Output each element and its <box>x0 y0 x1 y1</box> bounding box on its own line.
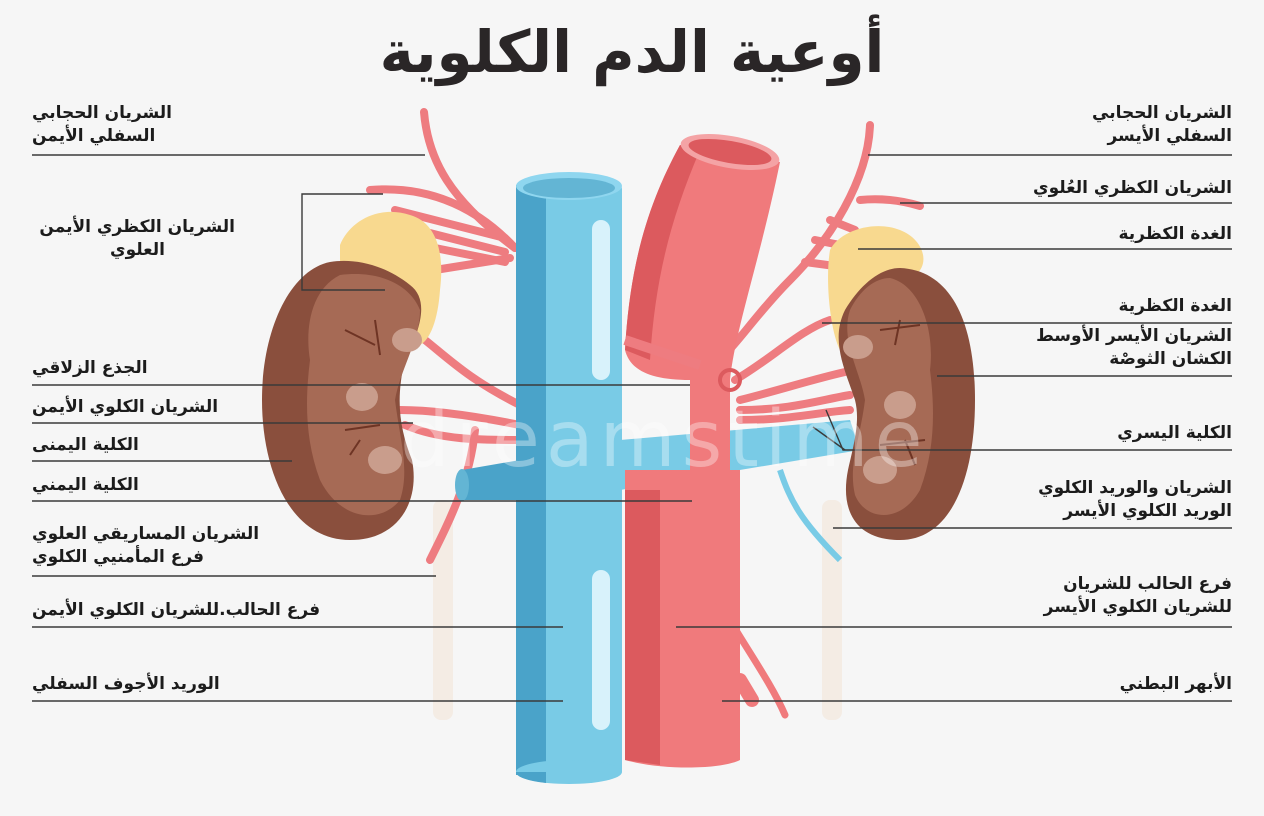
label-right-renal-artery: الشريان الكلوي الأيمن <box>32 396 218 419</box>
label-line: الوريد الأجوف السفلي <box>32 674 220 694</box>
label-adrenal-gland-2: الغدة الكظرية <box>1118 295 1232 318</box>
abdominal-aorta <box>623 134 789 768</box>
left-ureter <box>822 500 842 720</box>
label-line: الشريان الكظري العُلوي <box>1033 178 1232 198</box>
label-left-middle-adrenal-artery: الشريان الأيسر الأوسط الكشان الثوصْة <box>1036 325 1232 371</box>
label-superior-mesenteric-artery: الشريان المساريقي العلوي فرع المأمنيي ال… <box>32 523 259 569</box>
label-line: الكلية اليمني <box>32 475 139 495</box>
label-line: الشريان الكلوي الأيمن <box>32 397 219 417</box>
label-line: الغدة الكظرية <box>1118 296 1232 316</box>
right-adrenal-arteries <box>366 108 524 564</box>
label-renal-artery-and-vein: الشريان والوريد الكلوي الوريد الكلوي الأ… <box>1038 477 1232 523</box>
label-line: الغدة الكظرية <box>1118 224 1232 244</box>
diagram-title: أوعية الدم الكلوية <box>379 18 885 86</box>
leader-lines-left <box>32 154 692 702</box>
label-line: فرع الحالب.للشريان الكلوي الأيمن <box>32 600 321 620</box>
label-line: الوريد الكلوي الأيسر <box>1063 501 1232 521</box>
label-line: الكشان الثوصْة <box>1109 349 1232 369</box>
label-line: فرع الحالب للشريان <box>1063 574 1232 594</box>
label-inferior-vena-cava: الوريد الأجوف السفلي <box>32 673 220 696</box>
label-left-superior-adrenal-artery: الشريان الكظري العُلوي <box>1033 177 1232 200</box>
label-line: الشريان الأيسر الأوسط <box>1036 326 1232 346</box>
label-right-kidney: الكلية اليمنى <box>32 434 139 457</box>
left-kidney <box>838 268 975 540</box>
label-line: الشريان والوريد الكلوي <box>1038 478 1232 498</box>
label-right-superior-adrenal-artery: الشريان الكظري الأيمن العلوي <box>39 216 235 262</box>
label-left-inferior-phrenic-artery: الشريان الحجابي السفلي الأيسر <box>1092 102 1232 148</box>
label-line: الكلية اليمنى <box>32 435 139 455</box>
label-left-ureteric-branch: فرع الحالب للشريان للشريان الكلوي الأيسر <box>1044 573 1232 619</box>
label-line: الأبهر البطني <box>1119 674 1232 694</box>
label-line: العلوي <box>110 240 165 260</box>
label-line: الجذع الزلاقي <box>32 358 148 378</box>
label-line: الشريان الحجابي <box>32 103 172 123</box>
right-kidney <box>262 260 422 540</box>
label-line: الكلية اليسري <box>1117 423 1232 443</box>
label-left-kidney: الكلية اليسري <box>1117 422 1232 445</box>
right-ureter <box>433 500 453 720</box>
label-right-kidney-2: الكلية اليمني <box>32 474 139 497</box>
label-line: الشريان المساريقي العلوي <box>32 524 260 544</box>
label-adrenal-gland: الغدة الكظرية <box>1118 223 1232 246</box>
label-line: الشريان الكظري الأيمن <box>39 217 235 237</box>
label-abdominal-aorta: الأبهر البطني <box>1120 673 1232 696</box>
left-adrenal-arteries <box>716 121 924 424</box>
label-right-ureteric-branch: فرع الحالب.للشريان الكلوي الأيمن <box>32 599 320 622</box>
label-line: للشريان الكلوي الأيسر <box>1043 597 1232 617</box>
label-line: الشريان الحجابي <box>1092 103 1232 123</box>
label-line: السفلي الأيسر <box>1107 126 1232 146</box>
label-right-inferior-phrenic-artery: الشريان الحجابي السفلي الأيمن <box>32 102 172 148</box>
label-line: فرع المأمنيي الكلوي <box>32 547 205 567</box>
label-celiac-trunk: الجذع الزلاقي <box>32 357 148 380</box>
leader-lines-right <box>676 154 1232 702</box>
label-line: السفلي الأيمن <box>32 126 156 146</box>
